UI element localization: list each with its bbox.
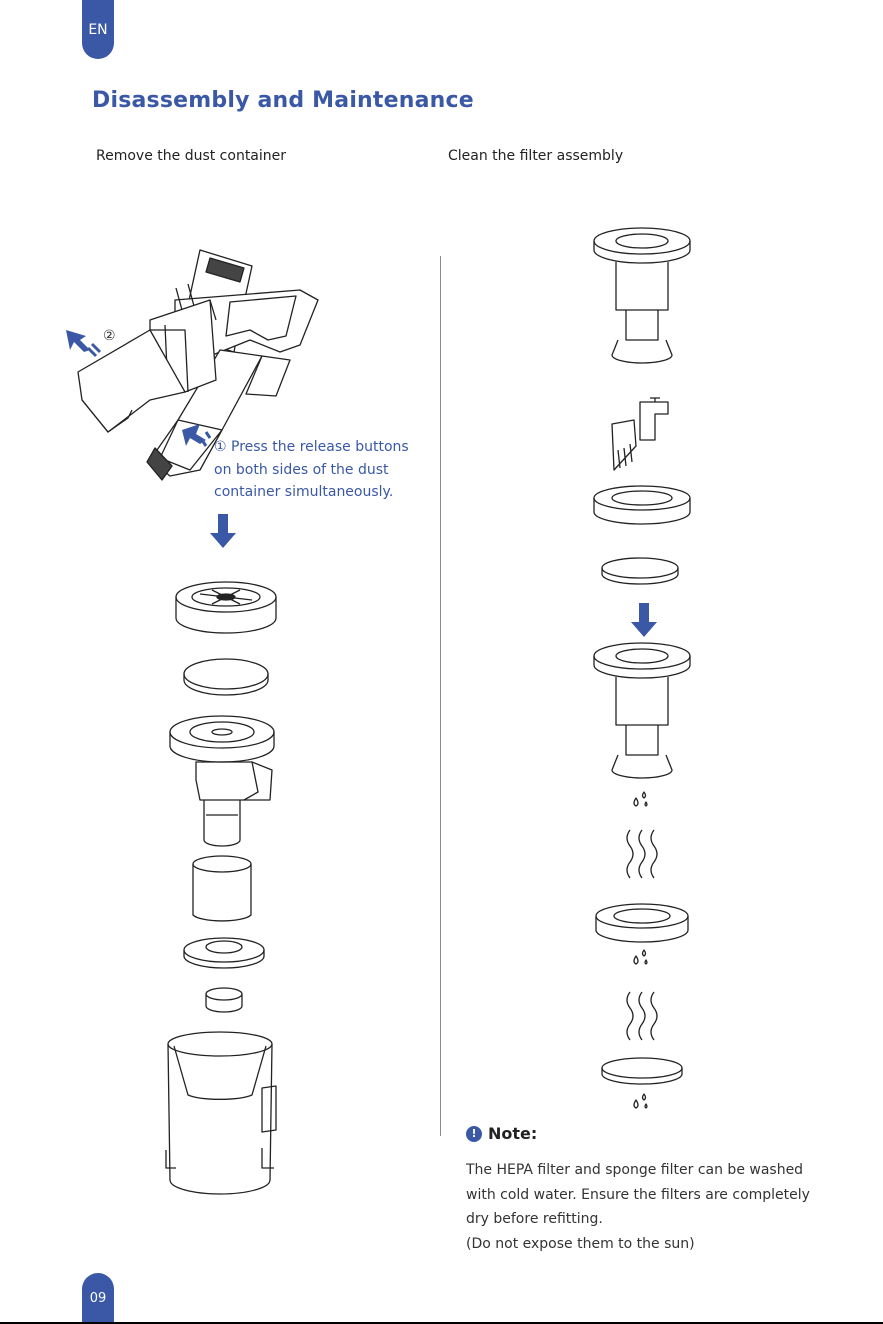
pull-arrow-icon [66,330,90,352]
press-arrow-icon [182,424,206,446]
page-number-tab: 09 [82,1273,114,1324]
step-two-marker: ② [103,328,116,344]
left-subtitle: Remove the dust container [96,148,287,164]
step-one-instruction: ① Press the release buttons on both side… [214,439,409,500]
language-tab: EN [82,0,114,59]
bottom-rule [0,1322,883,1324]
vacuum-body-illustration [77,249,319,481]
down-arrow-icon [631,603,657,637]
page-title: Disassembly and Maintenance [92,88,474,113]
down-arrow-icon [210,514,236,548]
right-filter-assembly [593,227,691,1109]
note-body: The HEPA filter and sponge filter can be… [466,1162,810,1252]
column-divider [440,256,441,1136]
exclamation-icon: ! [466,1125,482,1142]
note-heading: ! Note: [466,1124,537,1143]
left-exploded-parts [165,581,277,1195]
direction-arrows [66,330,657,637]
note-title: Note: [488,1124,538,1143]
right-subtitle: Clean the filter assembly [448,148,624,164]
